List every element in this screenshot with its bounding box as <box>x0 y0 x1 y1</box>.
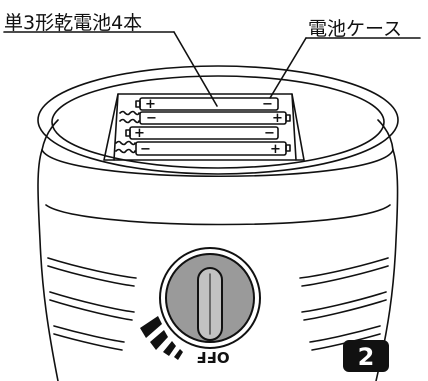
vent-slots-left <box>47 257 137 351</box>
device-body <box>37 119 399 381</box>
battery-2-minus: − <box>146 111 157 126</box>
battery-row-3 <box>125 126 279 140</box>
leader-lines <box>3 31 421 107</box>
battery-row-2 <box>119 110 291 125</box>
battery-4-plus: + <box>270 142 281 157</box>
battery-case <box>103 93 305 161</box>
top-rim <box>37 65 399 175</box>
off-label: OFF <box>196 348 229 366</box>
battery-1-minus: − <box>262 97 273 112</box>
battery-row-4 <box>115 140 291 156</box>
vent-slots-right <box>299 257 389 351</box>
battery-row-1 <box>135 97 279 111</box>
step-badge: 2 <box>343 340 389 372</box>
step-number: 2 <box>358 343 375 371</box>
battery-1-plus: + <box>145 97 156 112</box>
battery-3-minus: − <box>264 126 275 141</box>
batteries-label: 単3形乾電池4本 <box>4 12 143 34</box>
power-dial[interactable] <box>159 247 261 349</box>
battery-case-label: 電池ケース <box>308 18 403 40</box>
battery-3-plus: + <box>134 126 145 141</box>
power-level-marks <box>140 316 183 360</box>
battery-2-plus: + <box>272 111 283 126</box>
battery-4-minus: − <box>140 142 151 157</box>
